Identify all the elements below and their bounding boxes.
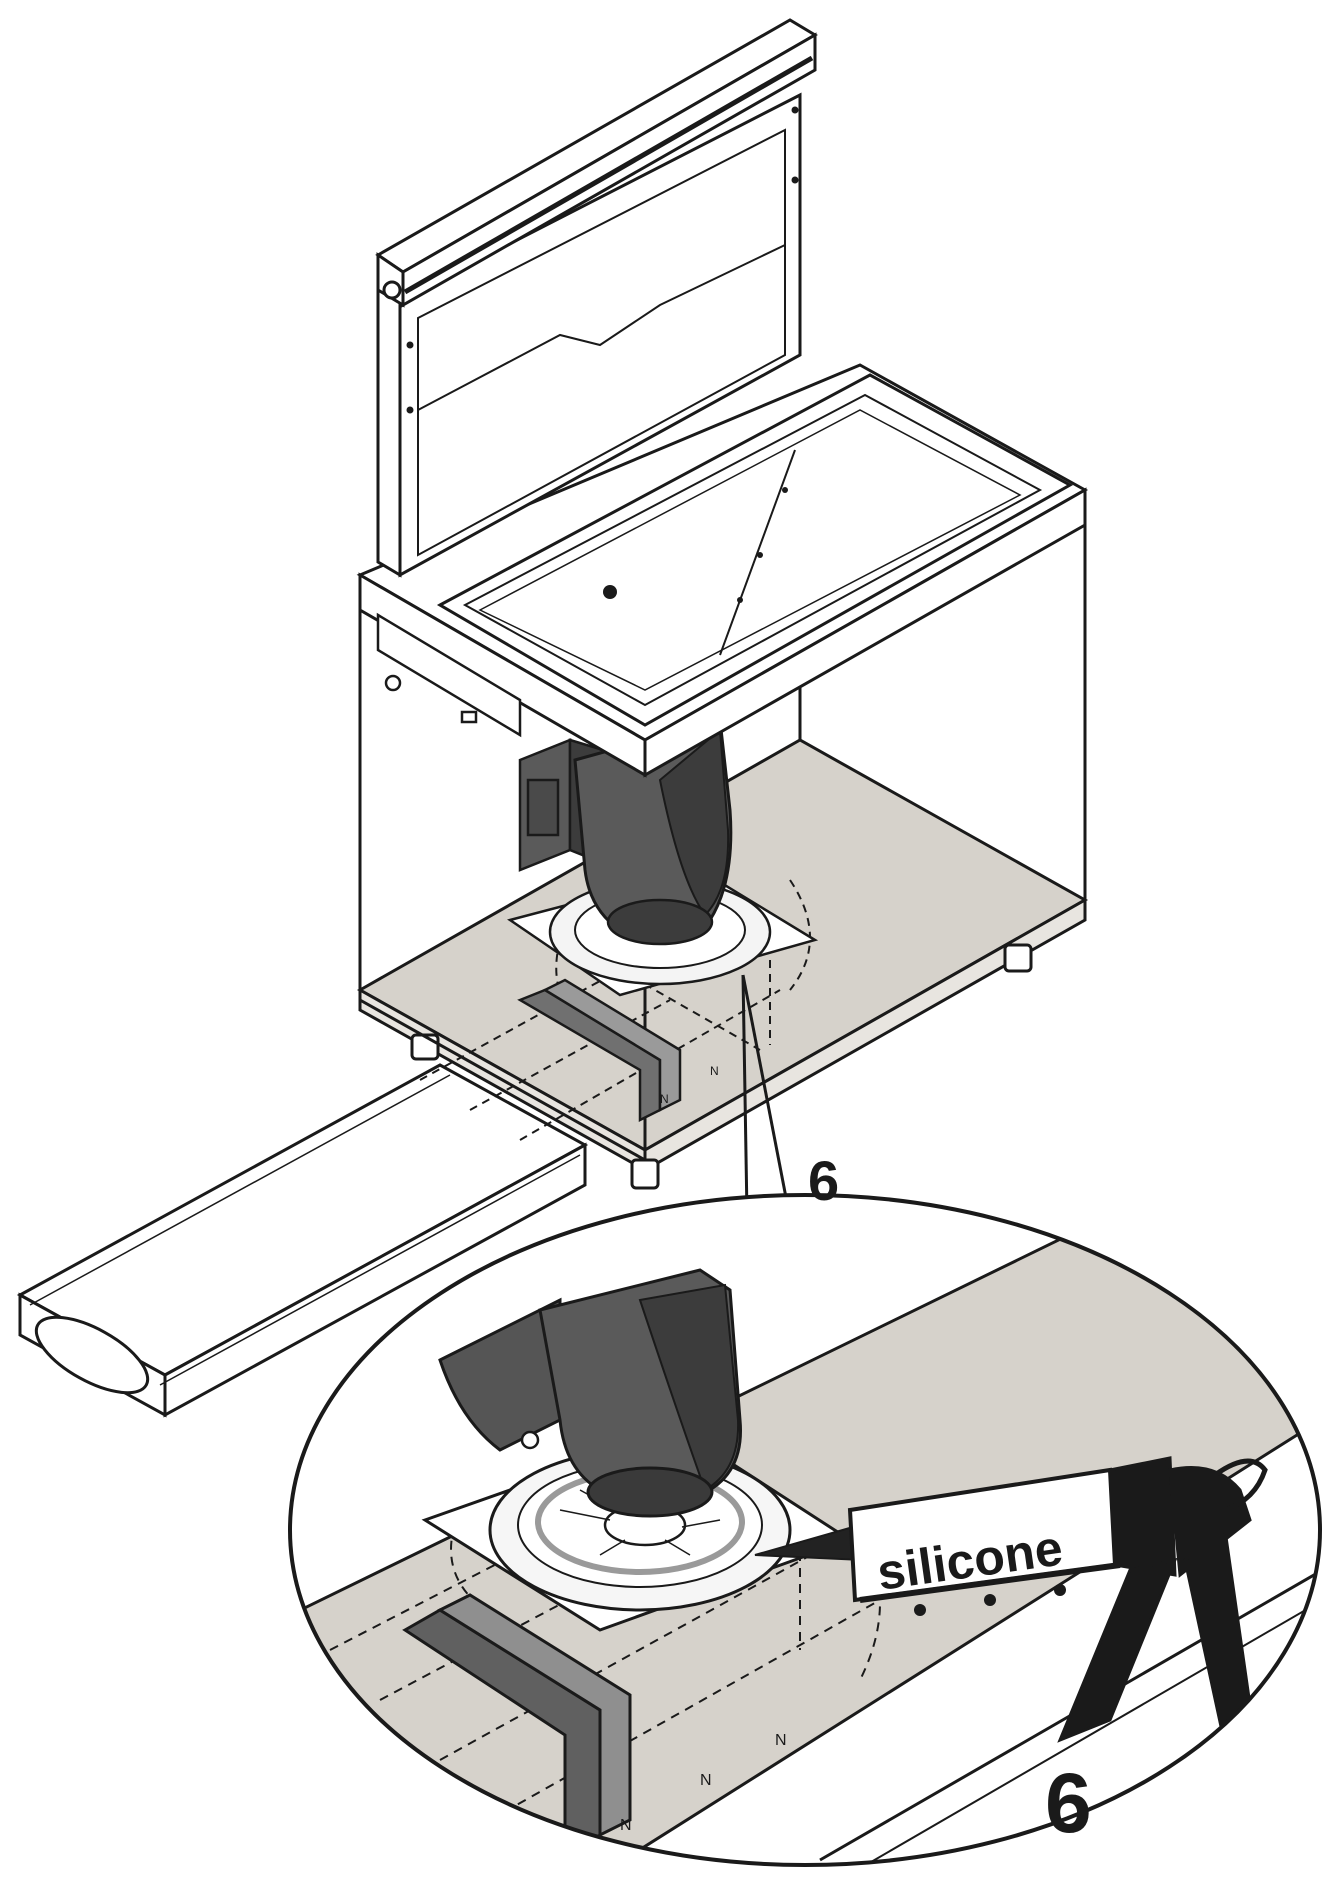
caulking-gun: [1057, 1456, 1268, 1747]
svg-text:N: N: [775, 1732, 787, 1749]
detail-motor-block: [438, 1297, 562, 1452]
flat-duct: [16, 1063, 589, 1418]
svg-text:N: N: [710, 1064, 719, 1078]
step-number-upper: 6: [808, 1149, 839, 1212]
worktop-side-face: [643, 487, 1087, 778]
detail-duct-outlet: [586, 1466, 714, 1518]
extractor-panel-side: [376, 282, 402, 578]
hob-tray-screws: [603, 487, 788, 603]
floor-gasket: [517, 978, 682, 1123]
mounting-bracket: [376, 612, 522, 738]
extractor-slot: [403, 55, 814, 295]
detail-floor-markers: N N N: [620, 1732, 787, 1834]
floor-markers-upper: N N: [660, 1064, 719, 1106]
hob-tray-divider: [719, 449, 796, 656]
step-number-lower: 6: [1045, 1756, 1092, 1850]
cabinet-feet: [410, 943, 1033, 1190]
extractor-glass: [417, 128, 786, 557]
hob-tray-inner: [462, 393, 1043, 707]
extractor-cover-edge: [417, 244, 786, 411]
hob-tray-floor: [478, 409, 1022, 691]
duct-outlet: [606, 898, 714, 946]
svg-text:N: N: [660, 1092, 669, 1106]
svg-text:N: N: [700, 1772, 712, 1789]
detail-oval-content: N N N: [290, 1208, 1320, 1865]
detail-oval-outline: [288, 1193, 1322, 1867]
extractor-knob: [382, 280, 402, 300]
extractor-rivets: [406, 106, 799, 414]
svg-text:N: N: [620, 1817, 632, 1834]
silicone-tube-dots: [914, 1584, 1066, 1616]
